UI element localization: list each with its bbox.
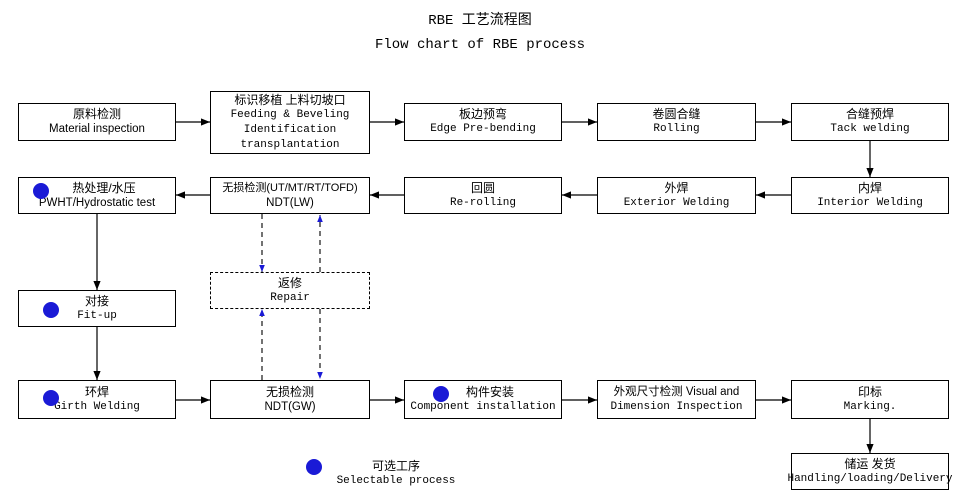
step-label-en: Marking. — [843, 400, 897, 413]
step-label-zh: 对接 — [84, 293, 109, 308]
step-label-zh: 无损检测 — [265, 384, 314, 399]
step-ndt-lw: 无损检测(UT/MT/RT/TOFD) NDT(LW) — [210, 177, 370, 214]
step-label-en: Identification — [243, 123, 337, 136]
step-label-zh: 卷圆合缝 — [652, 107, 701, 121]
step-rolling: 卷圆合缝 Rolling — [597, 103, 756, 141]
step-label-en: Re-rolling — [449, 196, 516, 209]
selectable-dot-fitup — [43, 302, 59, 318]
step-label-zh: 原料检测 — [72, 107, 121, 121]
step-label-en: Repair — [270, 291, 310, 304]
step-label-zh: 合缝预焊 — [845, 107, 894, 121]
step-fit-up: 对接 Fit-up — [18, 290, 176, 327]
step-visual-inspection: 外观尺寸检测 Visual and Dimension Inspection — [597, 380, 756, 419]
legend-dot — [306, 459, 322, 475]
step-label-zh: 无损检测(UT/MT/RT/TOFD) — [222, 181, 358, 194]
step-label-en: Rolling — [653, 123, 700, 135]
step-label-zh: 印标 — [857, 384, 882, 399]
diagram-title-zh: RBE 工艺流程图 — [428, 13, 532, 29]
step-label-en: Component installation — [410, 400, 556, 413]
step-label-zh: 板边预弯 — [458, 107, 507, 121]
step-delivery: 储运 发货 Handling/loading/Delivery — [787, 453, 953, 490]
step-label-en: NDT(LW) — [266, 196, 314, 209]
legend-label-en: Selectable process — [336, 475, 456, 487]
step-label-en: Material inspection — [49, 123, 145, 135]
step-girth-welding: 环焊 Girth Welding — [18, 380, 176, 419]
step-component-installation: 构件安装 Component installation — [404, 380, 562, 419]
step-label-zh: 外观尺寸检测 Visual and — [613, 385, 740, 398]
selectable-dot-pwht — [33, 183, 49, 199]
step-label-en: PWHT/Hydrostatic test — [38, 196, 156, 209]
step-label-en: Feeding & Beveling — [230, 108, 350, 121]
step-label-zh: 回圆 — [470, 180, 495, 195]
step-exterior-welding: 外焊 Exterior Welding — [597, 177, 756, 214]
step-label-zh: 标识移植 上料切坡口 — [234, 92, 346, 107]
step-label-en: Tack welding — [830, 123, 910, 135]
step-label-en: Exterior Welding — [623, 196, 730, 209]
step-label-en: Interior Welding — [817, 196, 923, 209]
step-re-rolling: 回圆 Re-rolling — [404, 177, 562, 214]
step-label-en: Edge Pre-bending — [430, 123, 536, 135]
step-label-en: transplantation — [240, 138, 340, 151]
step-label-zh: 构件安装 — [465, 384, 514, 399]
step-label-en: Fit-up — [77, 309, 117, 322]
step-label-en: Dimension Inspection — [610, 400, 743, 413]
step-label-zh: 环焊 — [84, 384, 109, 399]
step-label-zh: 储运 发货 — [844, 456, 896, 471]
selectable-dot-girth — [43, 390, 59, 406]
selectable-dot-component — [433, 386, 449, 402]
step-feeding-beveling: 标识移植 上料切坡口 Feeding & Beveling Identifica… — [210, 91, 370, 154]
legend-label-zh: 可选工序 — [371, 459, 420, 473]
step-ndt-gw: 无损检测 NDT(GW) — [210, 380, 370, 419]
legend: 可选工序 Selectable process — [326, 459, 466, 489]
step-repair: 返修 Repair — [210, 272, 370, 309]
step-label-zh: 热处理/水压 — [72, 180, 136, 195]
step-label-en: Handling/loading/Delivery — [787, 472, 953, 485]
step-tack-welding: 合缝预焊 Tack welding — [791, 103, 949, 141]
step-label-en: Girth Welding — [54, 400, 140, 413]
step-label-zh: 内焊 — [857, 180, 882, 195]
step-material-inspection: 原料检测 Material inspection — [18, 103, 176, 141]
step-label-en: NDT(GW) — [264, 400, 316, 413]
step-edge-prebending: 板边预弯 Edge Pre-bending — [404, 103, 562, 141]
step-label-zh: 外焊 — [664, 180, 689, 195]
step-marking: 印标 Marking. — [791, 380, 949, 419]
step-label-zh: 返修 — [277, 275, 302, 290]
step-interior-welding: 内焊 Interior Welding — [791, 177, 949, 214]
diagram-title-en: Flow chart of RBE process — [374, 37, 586, 53]
